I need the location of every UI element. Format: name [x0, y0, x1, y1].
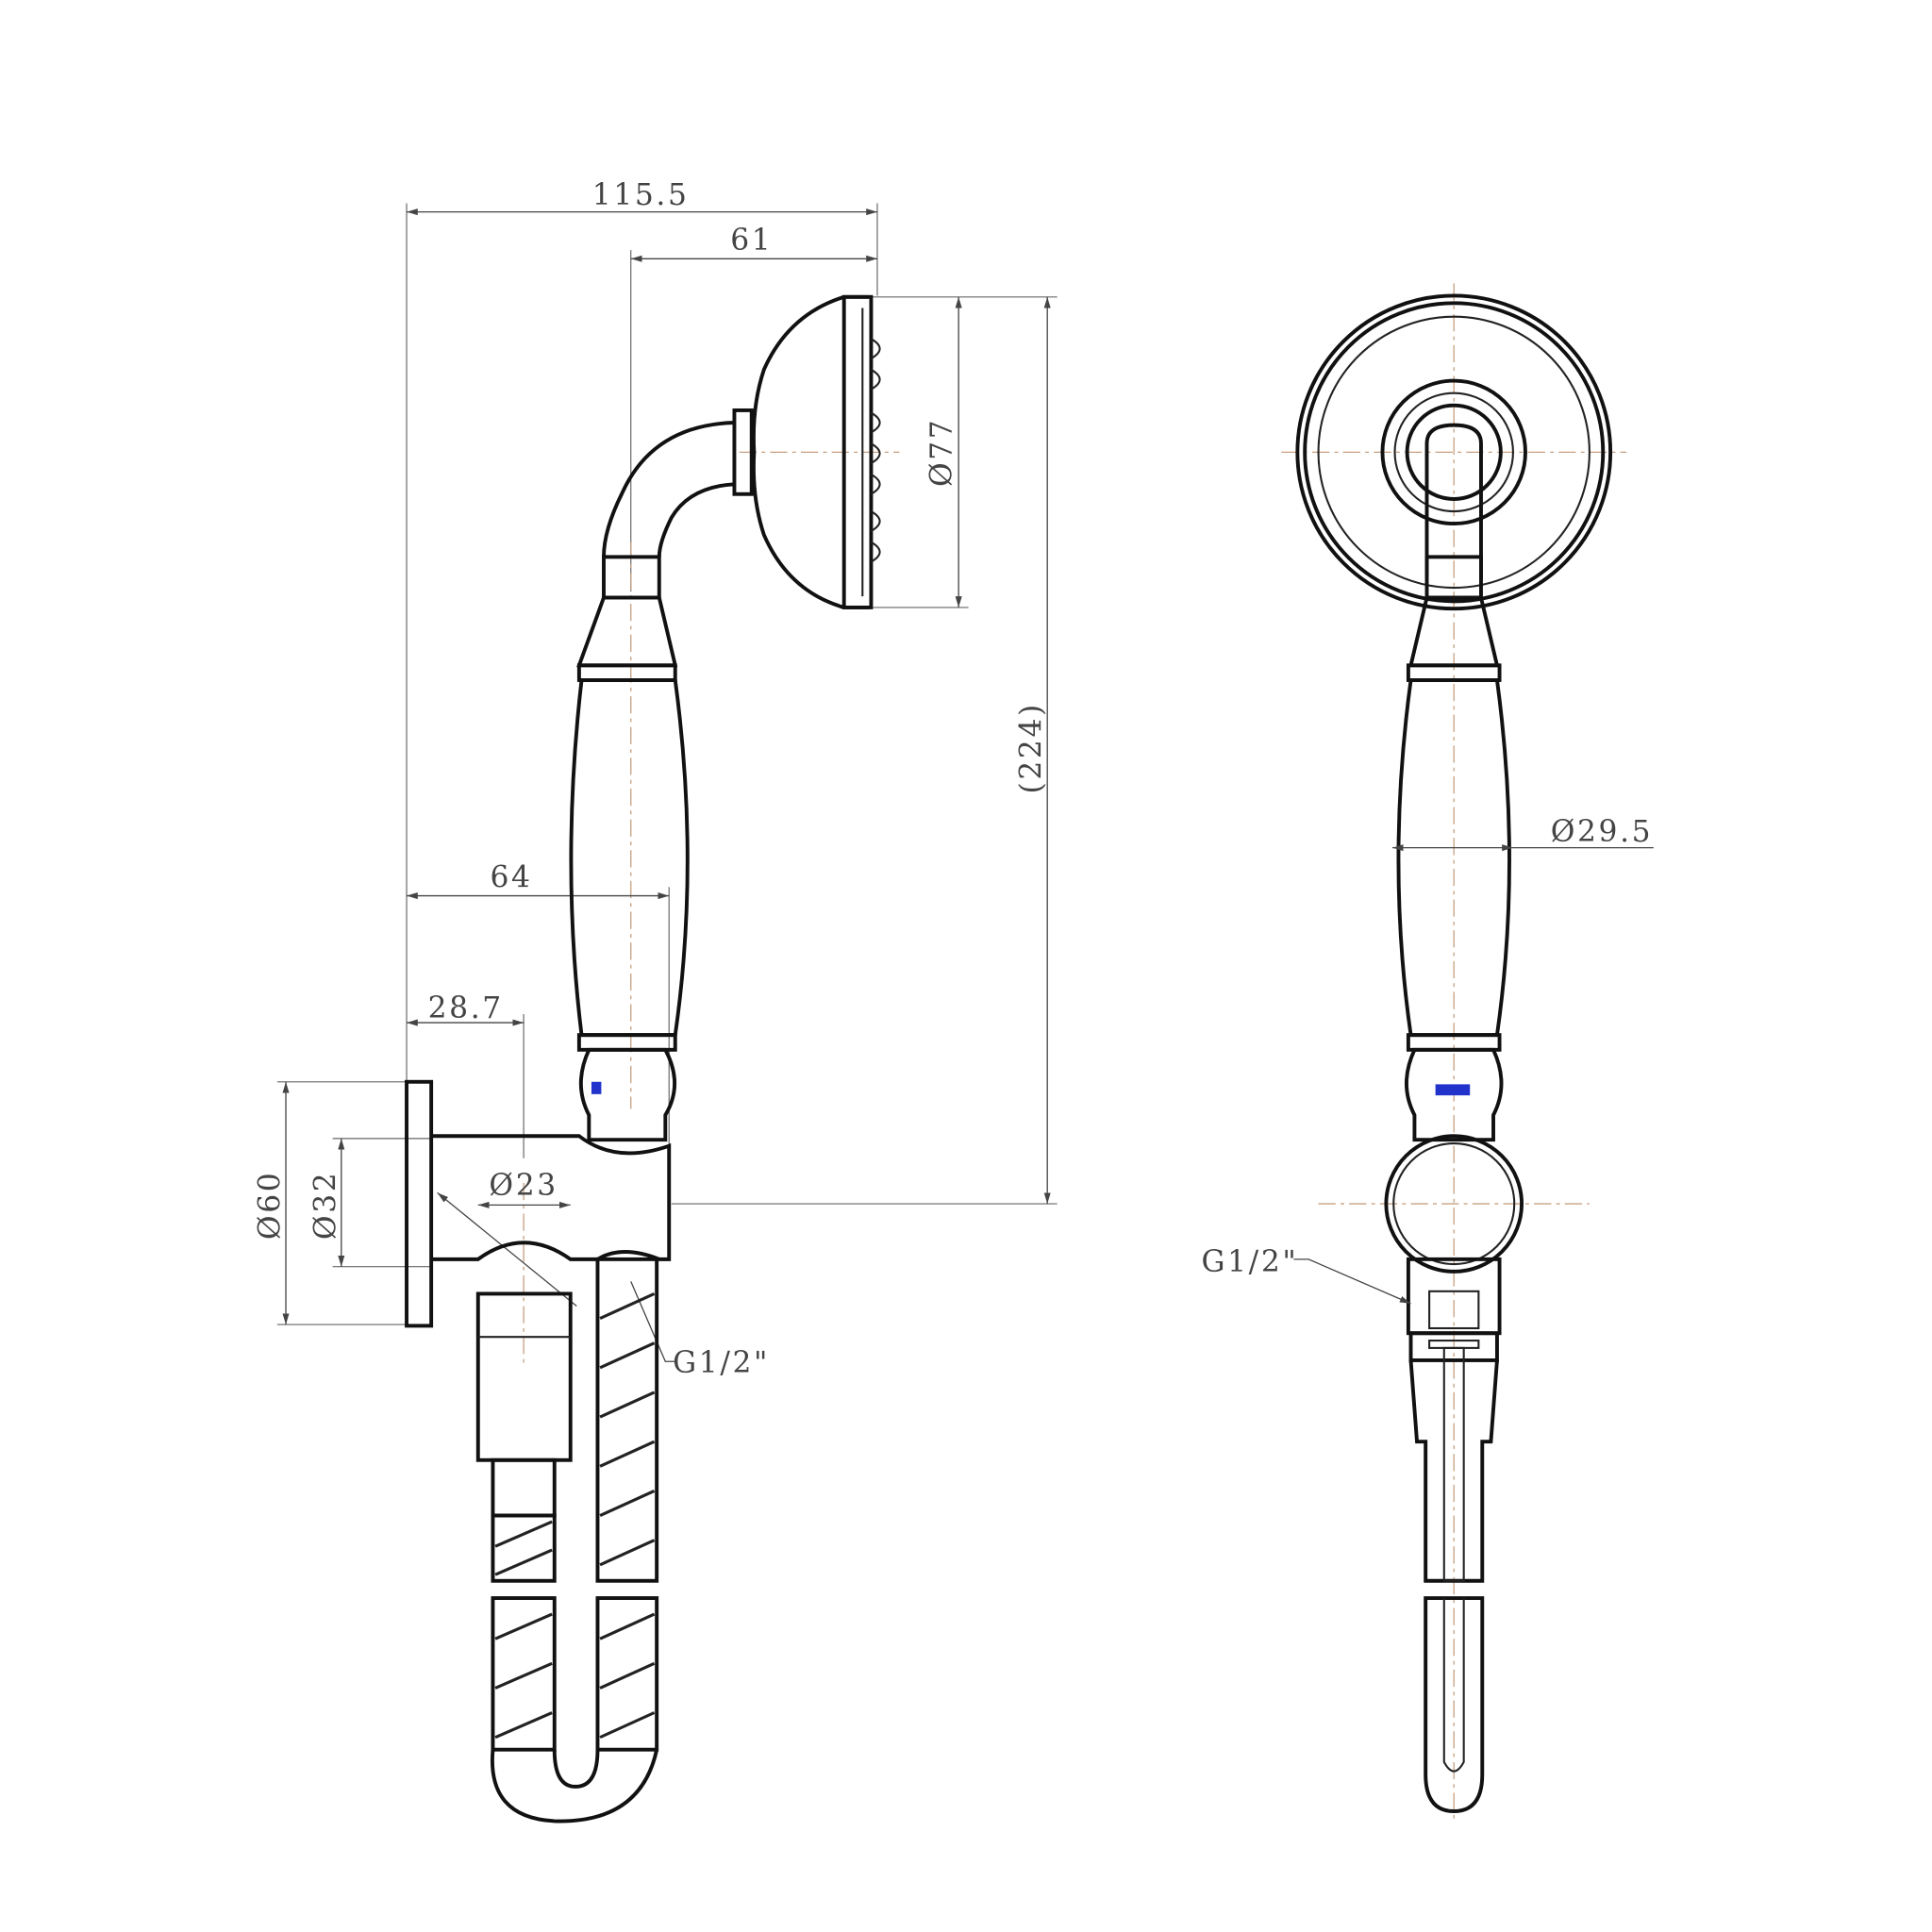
handle-side [569, 595, 690, 1142]
dim-thread-front: G1/2" [1201, 1245, 1411, 1305]
dim-overall-width: 115.5 [407, 178, 877, 216]
dim-outlet-diameter-label: Ø23 [489, 1169, 558, 1203]
side-view: 115.5 61 Ø77 (224) 64 28.7 Ø60 Ø32 [253, 178, 1058, 1824]
marker-blue-front [1435, 1084, 1471, 1096]
dim-thread-side: G1/2" [630, 1281, 770, 1380]
holder-front [1384, 1134, 1524, 1362]
dim-plate-diameter-label: Ø60 [253, 1171, 287, 1240]
dim-handle-offset: 64 [407, 860, 670, 900]
hose-side [475, 1257, 659, 1824]
extension-lines [276, 203, 1058, 1325]
dim-head-offset-label: 61 [730, 224, 773, 258]
dim-overall-width-label: 115.5 [592, 178, 690, 212]
front-view: Ø29.5 G1/2" [1201, 283, 1654, 1824]
dim-overall-height-label: (224) [1015, 702, 1049, 793]
thread-front-label: G1/2" [1201, 1245, 1298, 1279]
dim-outlet-diameter: Ø23 [437, 1169, 577, 1307]
dim-handle-diameter: Ø29.5 [1391, 815, 1654, 852]
dim-handle-offset-label: 64 [490, 860, 532, 894]
handle-front [1396, 595, 1511, 1142]
shower-head-front [1295, 293, 1613, 611]
dim-head-diameter-label: Ø77 [924, 418, 958, 487]
dim-plate-diameter: Ø60 [253, 1081, 290, 1325]
dim-boss-diameter: Ø32 [308, 1138, 345, 1267]
dim-head-diameter: Ø77 [924, 296, 962, 608]
marker-blue-side [591, 1081, 602, 1094]
dim-boss-diameter-label: Ø32 [308, 1171, 342, 1240]
hose-front [1408, 1346, 1499, 1813]
dim-arm-offset-label: 28.7 [428, 991, 504, 1025]
dim-arm-offset: 28.7 [407, 991, 525, 1026]
shower-head-side [602, 294, 881, 609]
wall-bracket-side [405, 1079, 672, 1328]
dim-handle-diameter-label: Ø29.5 [1551, 815, 1654, 849]
dim-head-offset: 61 [630, 224, 877, 262]
thread-side-label: G1/2" [673, 1346, 770, 1380]
dim-overall-height: (224) [1015, 296, 1051, 1205]
